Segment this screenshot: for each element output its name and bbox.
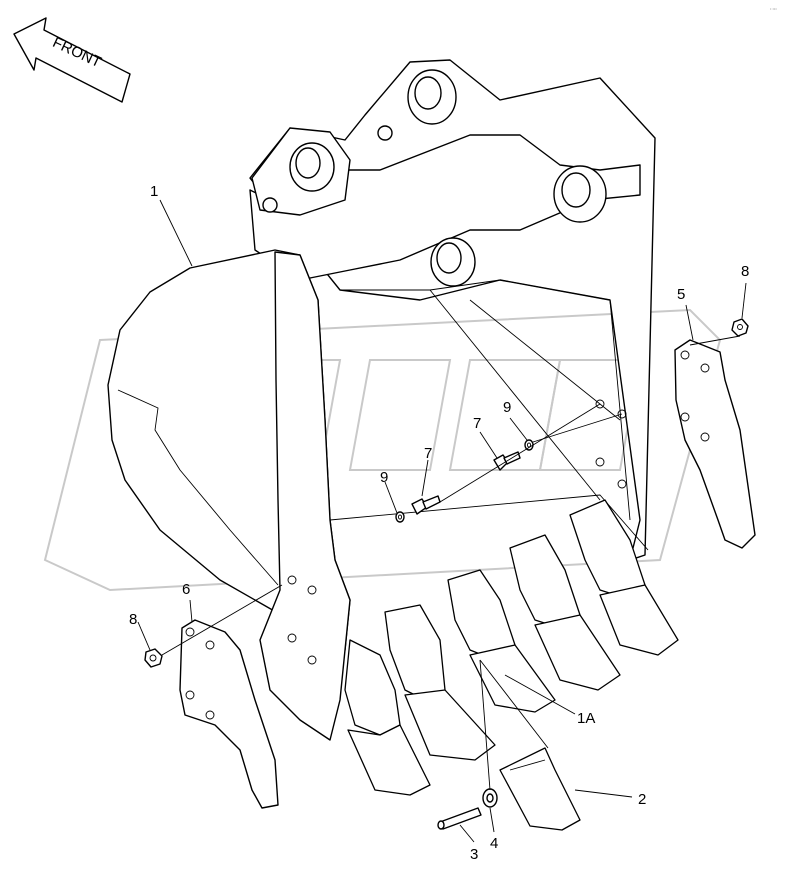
loose-tooth: [499, 747, 581, 831]
callout-6: 6: [182, 581, 190, 598]
pin-boss-top: [407, 69, 457, 125]
tooth-1: [344, 639, 431, 796]
callout-7-upper: 7: [473, 415, 481, 432]
callout-5: 5: [677, 286, 685, 303]
washer-lower: [395, 511, 405, 523]
callout-9-upper: 9: [503, 399, 511, 416]
side-cutter-right: [674, 339, 756, 549]
callout-3: 3: [470, 846, 478, 863]
nut-left: [144, 648, 163, 668]
callout-8-left: 8: [129, 611, 137, 628]
tooth-2: [384, 604, 496, 761]
leader-lines: [137, 199, 747, 843]
callout-1: 1: [150, 183, 158, 200]
corner-mark: • •••: [770, 6, 777, 11]
callouts: 1 1A 2 3 4 5 6 7 7 8 8 9 9: [129, 183, 749, 863]
callout-4: 4: [490, 835, 498, 852]
tooth-pin: [437, 807, 482, 830]
pin-boss-left: [289, 142, 335, 192]
pin-washer: [482, 788, 498, 808]
tooth-5: [569, 499, 679, 656]
tooth-4: [509, 534, 621, 691]
front-arrow: FRONT: [13, 17, 131, 103]
tooth-3: [447, 569, 556, 713]
callout-9-lower: 9: [380, 469, 388, 486]
callout-8-right: 8: [741, 263, 749, 280]
callout-1a: 1A: [577, 710, 595, 727]
callout-2: 2: [638, 791, 646, 808]
side-cutter-left: [179, 619, 279, 809]
teeth-row: [344, 499, 679, 796]
nut-right: [731, 318, 749, 337]
callout-7-lower: 7: [424, 445, 432, 462]
washer-upper: [524, 439, 534, 451]
pin-boss-front: [430, 237, 476, 287]
bucket-body: [107, 59, 656, 741]
pin-boss-right: [553, 165, 607, 223]
